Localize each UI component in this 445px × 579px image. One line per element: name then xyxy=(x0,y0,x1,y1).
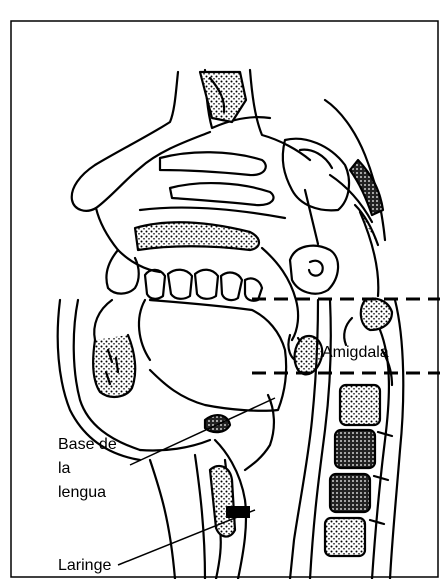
label-line: lengua xyxy=(58,482,148,506)
upper-teeth xyxy=(145,270,262,301)
hard-palate xyxy=(135,222,259,250)
adenoid xyxy=(290,246,338,294)
label-line: la xyxy=(58,458,148,482)
cervical-spine xyxy=(325,299,403,579)
label-amigdala: Amigdala xyxy=(322,343,389,363)
label-line: Base de xyxy=(58,434,148,458)
label-laringe: Laringe xyxy=(58,556,111,576)
label-base-de-la-lengua: Base de la lengua xyxy=(58,434,148,506)
upper-lip xyxy=(106,250,138,294)
hyoid xyxy=(205,415,230,432)
epiglottis xyxy=(245,395,274,470)
frontal-sinus xyxy=(200,72,246,122)
nasal-bone xyxy=(96,208,118,250)
leader-laringe xyxy=(118,510,255,565)
skull-outline xyxy=(72,72,210,211)
leader-base-de-la-lengua xyxy=(130,398,275,465)
mandible-chin xyxy=(93,335,135,397)
tongue xyxy=(150,300,286,411)
nasal-turbinate-upper xyxy=(160,152,266,175)
nasal-turbinate-middle xyxy=(170,183,274,205)
soft-palate xyxy=(262,248,298,340)
sphenoid-sinus xyxy=(283,139,349,211)
